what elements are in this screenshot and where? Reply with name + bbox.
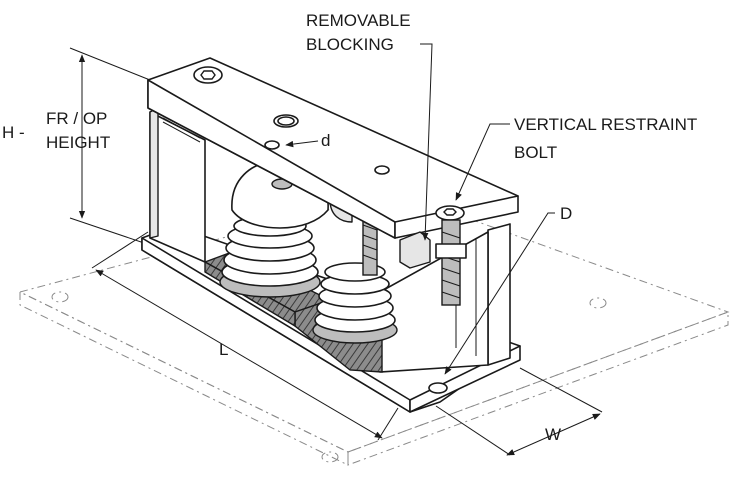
label-bolt: BOLT	[514, 143, 557, 162]
right-spring	[312, 262, 398, 344]
diagram-labels: H - FR / OP HEIGHT REMOVABLE BLOCKING VE…	[2, 11, 697, 444]
leader-lines	[285, 43, 555, 375]
label-width-w: W	[545, 425, 561, 444]
vertical-restraint-bolt	[435, 205, 467, 306]
dimension-lines	[69, 47, 603, 456]
label-blocking: BLOCKING	[306, 35, 394, 54]
label-large-d: D	[560, 204, 572, 223]
label-height-word: HEIGHT	[46, 133, 110, 152]
top-plate	[147, 57, 519, 239]
label-length-l: L	[219, 340, 228, 359]
left-spring	[219, 215, 321, 298]
label-removable: REMOVABLE	[306, 11, 411, 30]
left-side-wall	[149, 107, 206, 263]
label-small-d: d	[321, 131, 330, 150]
removable-blocking	[399, 231, 431, 269]
label-vertical-restraint: VERTICAL RESTRAINT	[514, 115, 697, 134]
label-height-h: H -	[2, 123, 25, 142]
label-fr-op: FR / OP	[46, 109, 107, 128]
